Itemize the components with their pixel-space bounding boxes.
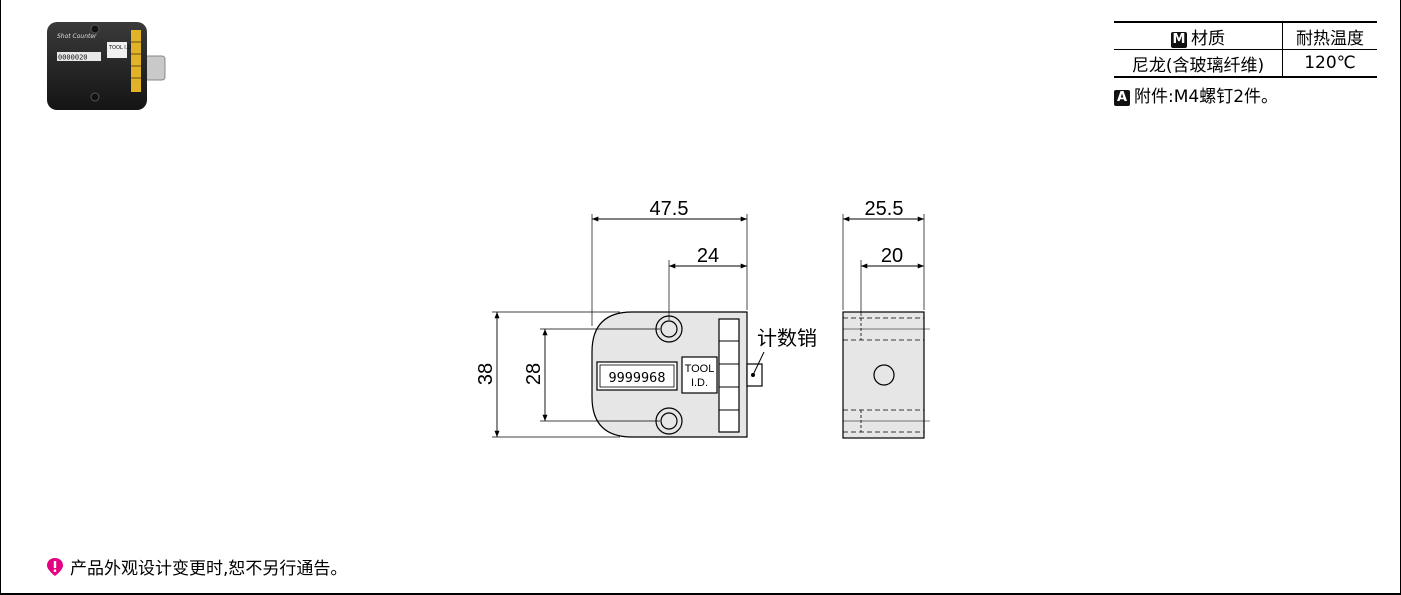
- notice-text: 产品外观设计变更时,恕不另行通告。: [70, 559, 348, 579]
- accessory-badge: A: [1114, 90, 1130, 106]
- photo-tag: TOOL I.D.: [108, 45, 133, 51]
- photo-label: Shot Counter: [57, 33, 97, 40]
- accessory-text: 附件:M4螺钉2件。: [1134, 87, 1279, 107]
- photo-counter: 0000020: [58, 54, 88, 62]
- dim-width-partial: 24: [697, 245, 719, 267]
- notice: 产品外观设计变更时,恕不另行通告。: [46, 554, 347, 579]
- material-value: 尼龙(含玻璃纤维): [1114, 49, 1283, 78]
- pin-column: [718, 318, 740, 433]
- heat-value: 120℃: [1282, 49, 1377, 78]
- tool-id-line1: TOOL: [685, 363, 715, 375]
- side-view: 25.5 20: [842, 198, 930, 439]
- dim-side-partial: 20: [881, 245, 903, 267]
- dim-height-total: 38: [475, 363, 497, 385]
- material-badge: M: [1171, 31, 1187, 48]
- front-view: 9999968 TOOL I.D. 计数销 47.5 24 38 28: [475, 198, 817, 438]
- side-pin-hole: [873, 364, 895, 386]
- tool-id-box: [681, 356, 718, 394]
- heat-header: 耐热温度: [1282, 21, 1377, 50]
- pin-marker-icon: [47, 558, 63, 576]
- counter-value: 9999968: [609, 370, 666, 386]
- dim-side-total: 25.5: [865, 198, 904, 220]
- dim-width-total: 47.5: [650, 198, 689, 220]
- material-header: 材质: [1191, 28, 1225, 49]
- pin-label: 计数销: [757, 326, 817, 350]
- counter-display: [596, 361, 678, 391]
- tool-id-line2: I.D.: [691, 377, 708, 389]
- product-photo: Shot Counter 0000020 TOOL I.D.: [47, 22, 166, 110]
- dim-height-partial: 28: [523, 363, 545, 385]
